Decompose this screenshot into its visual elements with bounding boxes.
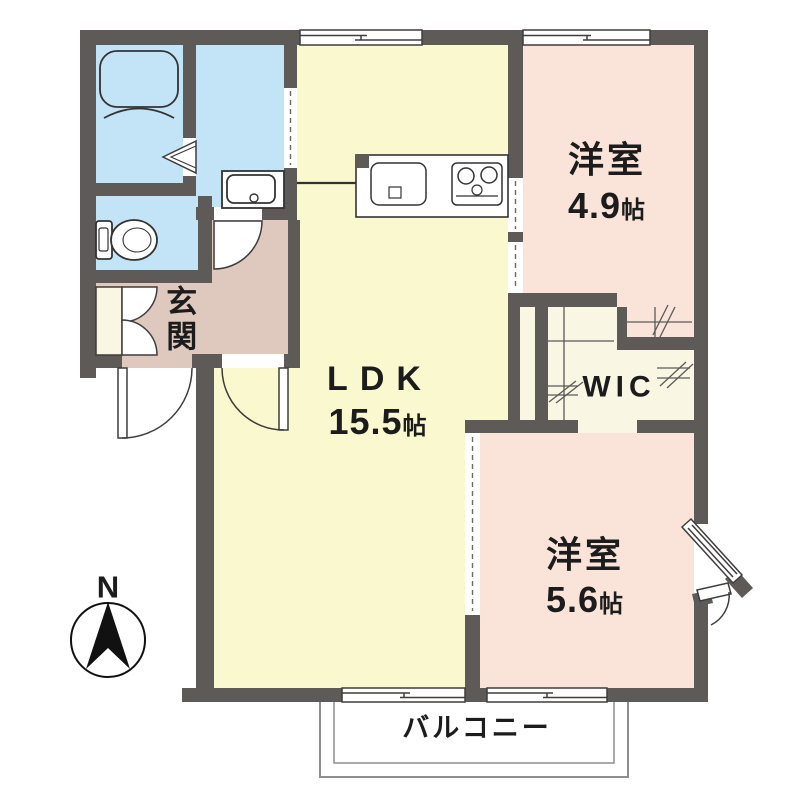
angled-bay-door xyxy=(696,582,732,626)
bedroom-north-label: 洋室 xyxy=(567,139,647,181)
wic-opening xyxy=(578,420,637,433)
gas-stove-icon xyxy=(451,162,503,206)
wic-label: WIC xyxy=(582,370,656,404)
hall-ldk-door xyxy=(221,354,289,431)
walls xyxy=(80,30,753,702)
sliding-door-bedroom-south xyxy=(465,433,480,615)
window-ldk-balcony xyxy=(341,687,466,703)
kitchen-sink-icon xyxy=(370,162,427,206)
ldk-size: 15.5帖 xyxy=(328,401,428,443)
balcony-label: バルコニー xyxy=(402,712,552,743)
window-ldk-north xyxy=(299,29,423,46)
fixtures xyxy=(95,50,694,420)
bedroom-south-size: 5.6帖 xyxy=(545,579,625,621)
sliding-door-bedroom-north xyxy=(508,178,523,293)
bedroom-north-size: 4.9帖 xyxy=(567,185,647,227)
bathtub-icon xyxy=(99,50,179,119)
bedroom-north-floor xyxy=(508,45,694,293)
bedroom-south-label: 洋室 xyxy=(545,534,625,576)
north-compass xyxy=(70,602,146,678)
kitchen-counter xyxy=(297,154,509,218)
washroom-door xyxy=(213,207,263,270)
washbasin-icon xyxy=(221,170,285,209)
bathroom-folding-door xyxy=(161,138,197,176)
window-bedroom-north xyxy=(522,29,651,46)
window-bedroom-south-balcony xyxy=(486,687,608,703)
sliding-door-washroom xyxy=(284,88,297,168)
north-arrow-icon xyxy=(86,602,130,669)
shoe-cabinet xyxy=(95,286,158,356)
bedroom-south-floor xyxy=(465,430,694,702)
entrance-label: 玄関 xyxy=(161,285,197,355)
windows xyxy=(299,29,744,703)
ldk-label: LDK xyxy=(327,360,433,399)
doors xyxy=(95,88,732,626)
compass-n-label: N xyxy=(96,569,120,605)
entry-door xyxy=(117,367,193,439)
closet-door-lines xyxy=(627,304,692,338)
wic-internal-lines xyxy=(545,307,694,420)
window-angled-bay xyxy=(680,517,744,585)
toilet-icon xyxy=(95,219,158,261)
